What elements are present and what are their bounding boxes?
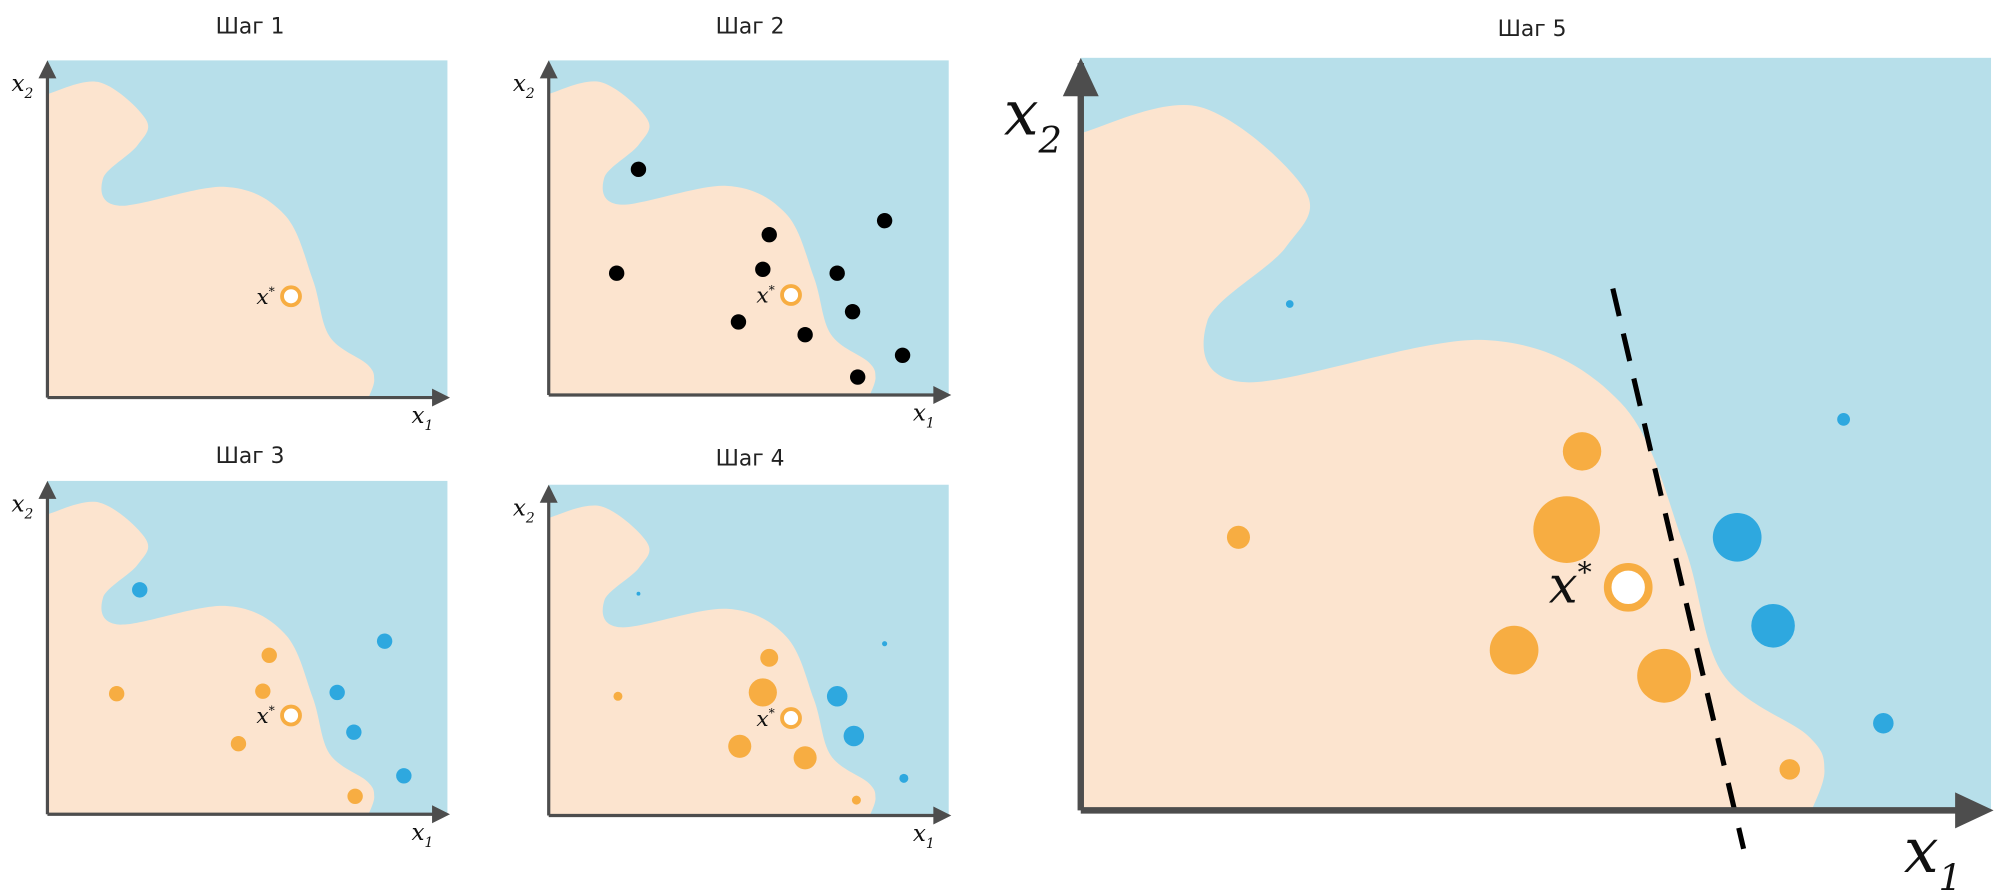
blue-weighted-point [132,582,148,598]
x1-axis-arrow-icon [432,388,450,407]
sample-point [829,265,845,281]
sample-point [797,327,813,343]
orange-weighted-point [261,647,277,663]
blue-weighted-point [826,686,848,707]
orange-weighted-point [1637,648,1692,703]
panel-title-step-3: Шаг 3 [216,444,285,469]
blue-weighted-point [636,591,641,596]
x1-axis-label-sub: 1 [1939,856,1962,890]
class-region [548,505,876,816]
x2-axis-arrow-icon [1062,57,1099,97]
x2-axis-arrow-icon [539,60,558,79]
instance-marker [780,707,802,729]
x2-axis-arrow-icon [38,480,57,499]
panel-title-step-1: Шаг 1 [216,14,285,39]
blue-weighted-point [1751,603,1795,648]
panel-title-step-4: Шаг 4 [716,447,785,472]
sample-point [608,265,625,281]
blue-weighted-point [1873,712,1894,734]
blue-weighted-point [1285,300,1294,308]
x1-axis-arrow-icon [1955,792,1994,829]
class-region [1080,104,1825,811]
instance-marker [280,704,302,727]
orange-weighted-point [851,795,861,805]
instance-marker [780,284,802,306]
x1-axis-label-sub: 1 [425,418,434,434]
blue-weighted-point [329,684,345,701]
x1-axis-label-sub: 1 [926,416,935,432]
sample-point [876,212,893,229]
x2-axis-label-sub: 2 [525,86,535,102]
x2-axis-arrow-icon [38,60,57,79]
class-region [548,81,876,395]
x2-axis-label-sub: 2 [525,510,535,526]
x1-axis-arrow-icon [432,805,450,824]
orange-weighted-point [793,746,817,770]
orange-weighted-point [230,736,247,752]
x1-axis-label-sub: 1 [926,836,935,852]
x1-axis-label: x1 [412,403,434,434]
x2-axis-label: x2 [513,71,535,102]
blue-weighted-point [346,724,362,740]
sample-point [844,303,861,320]
orange-weighted-point [1533,496,1600,563]
orange-weighted-point [748,678,777,707]
x1-axis-label: x1 [412,820,434,851]
instance-label-star: * [269,284,275,298]
x1-axis-arrow-icon [933,806,952,825]
x1-axis-arrow-icon [933,386,952,404]
x1-axis-label: x1 [1904,815,1962,890]
blue-weighted-point [882,641,888,647]
x2-axis-label: x2 [513,496,535,527]
x2-axis-label: x2 [1004,78,1062,162]
sample-point [761,227,777,243]
instance-label-star: * [1578,556,1592,589]
orange-weighted-point [1489,625,1539,675]
instance-label-star: * [769,706,775,720]
orange-weighted-point [1226,525,1250,549]
sample-point [850,369,866,385]
class-region [47,501,375,815]
orange-weighted-point [347,788,363,804]
x2-axis-label: x2 [12,492,34,523]
blue-weighted-point [1837,412,1850,426]
panel-title-step-5: Шаг 5 [1498,17,1567,42]
x1-axis-label: x1 [913,401,935,432]
x1-axis-label-sub: 1 [425,835,434,851]
instance-label-star: * [769,283,775,297]
orange-weighted-point [1562,432,1602,471]
panel-title-step-2: Шаг 2 [716,14,785,39]
x2-axis-label-sub: 2 [1038,119,1062,162]
x2-axis-label-sub: 2 [24,86,34,102]
x2-axis-label-sub: 2 [24,507,34,523]
blue-weighted-point [376,633,393,649]
class-region [47,81,375,398]
linear-boundary-dashed-line [1610,288,1747,850]
x2-axis-label: x2 [12,71,34,102]
orange-weighted-point [108,686,125,702]
sample-point [630,161,647,178]
blue-weighted-point [899,773,909,783]
orange-weighted-point [760,648,779,667]
orange-weighted-point [255,683,271,699]
x2-axis-arrow-icon [539,484,558,503]
orange-weighted-point [1779,759,1800,780]
instance-marker [1603,562,1653,612]
instance-label-star: * [269,703,275,717]
orange-weighted-point [613,691,623,701]
sample-point [730,314,747,330]
sample-point [755,261,771,278]
orange-weighted-point [728,734,752,758]
sample-point [894,347,911,363]
blue-weighted-point [1712,512,1762,562]
x1-axis-label: x1 [913,821,935,852]
instance-marker [280,285,302,308]
blue-weighted-point [843,725,865,747]
blue-weighted-point [396,768,412,784]
